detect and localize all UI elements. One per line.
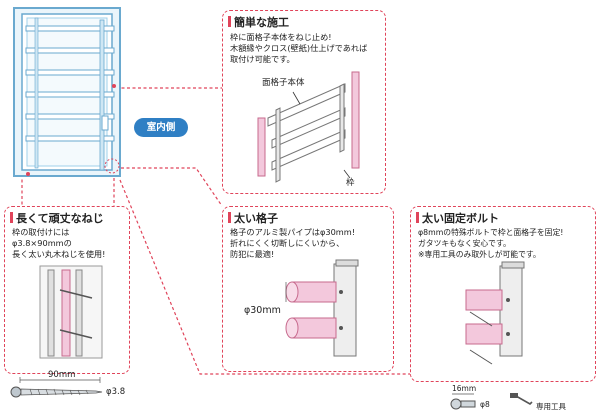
long-screw-line-3: 長く太い丸木ねじを使用! [12, 249, 106, 259]
thick-bar-line-3: 防犯に最適! [230, 249, 275, 259]
easy-install-title: 簡単な施工 [228, 14, 289, 30]
screw-diameter-label: φ3.8 [106, 387, 126, 397]
easy-install-line-2: 木額縁やクロス(壁紙)仕上げであれば [230, 43, 368, 53]
thick-bar-title: 太い格子 [228, 210, 278, 226]
screw-length-label: 90mm [48, 370, 76, 380]
pipe-diameter-label: φ30mm [244, 305, 281, 316]
special-tool-label: 専用工具 [536, 402, 566, 411]
bolt-length-label: 16mm [452, 384, 477, 393]
grille-body-label: 面格子本体 [262, 78, 305, 88]
room-side-badge: 室内側 [134, 118, 188, 137]
thick-bolt-line-3: ※専用工具のみ取外しが可能です。 [418, 250, 541, 259]
thick-bolt-title: 太い固定ボルト [416, 210, 499, 226]
thick-bar-line-1: 格子のアルミ製パイプはφ30mm! [230, 227, 356, 237]
thick-bolt-line-1: φ8mmの特殊ボルトで枠と面格子を固定! [418, 228, 564, 237]
bolt-diameter-label: φ8 [480, 400, 490, 409]
long-screw-title: 長くて頑丈なねじ [10, 210, 104, 226]
easy-install-line-3: 取付け可能です。 [230, 54, 295, 64]
easy-install-line-1: 枠に面格子本体をねじ止め! [230, 32, 332, 42]
frame-label: 枠 [346, 178, 355, 188]
thick-bar-line-2: 折れにくく切断しにくいから、 [230, 238, 345, 248]
long-screw-line-2: φ3.8×90mmの [12, 238, 72, 248]
long-screw-line-1: 枠の取付けには [12, 227, 70, 237]
thick-bolt-line-2: ガタツキもなく安心です。 [418, 239, 511, 248]
